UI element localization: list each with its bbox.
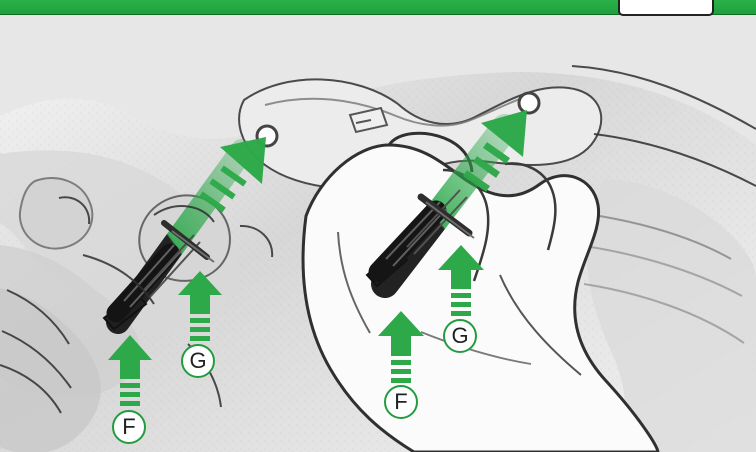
label-g-left: G [181, 344, 215, 378]
label-f-right: F [384, 385, 418, 419]
top-page-tab [618, 0, 714, 16]
label-g-right: G [443, 319, 477, 353]
label-f-left: F [112, 410, 146, 444]
